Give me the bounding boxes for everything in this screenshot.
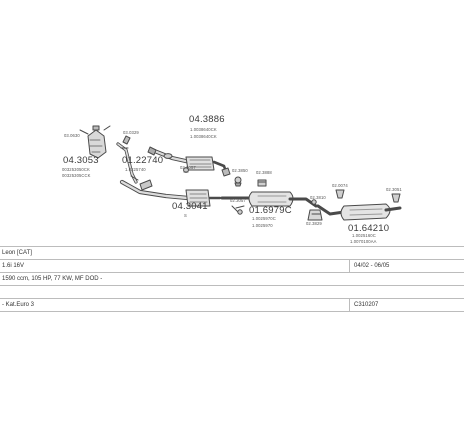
column-divider — [349, 260, 350, 272]
mid-clamp-part — [307, 199, 323, 221]
tail-hanger-part — [391, 193, 401, 203]
part-ref-label: 1.0225740 — [125, 167, 146, 172]
part-ref-label: 1.0038640CK — [190, 134, 217, 139]
part-ref-label: 003253050CK — [62, 167, 90, 172]
centre-silencer-part — [220, 191, 318, 215]
hanger-small-part — [183, 167, 189, 173]
part-ref-label: 02.3888 — [256, 170, 272, 175]
exhaust-diagram: 04.3053 03.0630 003253050CK 00325305CCK … — [0, 100, 464, 250]
part-code-label: 04.3041 — [172, 201, 208, 212]
part-ref-label: 02.3850 — [232, 168, 248, 173]
part-ref-label: 1.0070100AA — [350, 239, 377, 244]
table-row — [0, 286, 464, 299]
part-ref-label: 02.3051 — [386, 187, 402, 192]
emission-cell: - Kat.Euro 3 — [2, 302, 35, 308]
engine-spec-cell: 1590 ccm, 105 HP, 77 KW, MF DOD - — [2, 276, 103, 282]
rear-silencer-part — [316, 189, 402, 221]
part-ref-label: 02.3810 — [310, 195, 326, 200]
part-ref-label: 00325305CCK — [62, 173, 91, 178]
exhaust-drawing — [79, 125, 402, 221]
model-cell: Leon [CAT] — [2, 250, 32, 256]
part-ref-label: 1.0038640CK — [190, 127, 217, 132]
part-ref-label: 02.3057 — [230, 198, 246, 203]
column-divider — [349, 299, 350, 311]
catalog-code-cell: C310207 — [354, 302, 379, 308]
lower-catalyst-part — [119, 179, 222, 207]
part-code-label: 01.64210 — [348, 223, 390, 234]
part-code-label: 01.6979C — [249, 205, 292, 216]
front-pipe-part — [116, 135, 139, 184]
part-ref-label: 03.0630 — [64, 133, 80, 138]
part-ref-label: 1.0025970 — [252, 223, 273, 228]
part-code-label: 04.3886 — [189, 114, 225, 125]
table-row: Leon [CAT] — [0, 246, 464, 260]
part-ref-label: 02.3829 — [306, 221, 322, 226]
production-date-cell: 04/02 - 06/05 — [354, 263, 390, 269]
part-ref-label: 02.0074 — [332, 183, 348, 188]
engine-cell: 1.6i 16V — [2, 263, 25, 269]
table-row: 1590 ccm, 105 HP, 77 KW, MF DOD - — [0, 273, 464, 286]
upper-catalyst-part — [147, 146, 231, 177]
part-ref-label: 1.0025160C — [352, 233, 376, 238]
manifold-part — [79, 125, 111, 159]
part-code-label: 04.3053 — [63, 155, 99, 166]
part-ref-label: 1.0025970C — [252, 216, 276, 221]
clamp-parts — [234, 176, 267, 187]
vehicle-info-table: Leon [CAT] 1.6i 16V 04/02 - 06/05 1590 c… — [0, 246, 464, 312]
part-code-label: 01.22740 — [122, 155, 164, 166]
part-ref-label: 03.0329 — [123, 130, 139, 135]
table-row: 1.6i 16V 04/02 - 06/05 — [0, 260, 464, 273]
table-row: - Kat.Euro 3 C310207 — [0, 299, 464, 312]
part-ref-label: 02.0057 — [180, 165, 196, 170]
part-ref-label: S — [184, 213, 187, 218]
